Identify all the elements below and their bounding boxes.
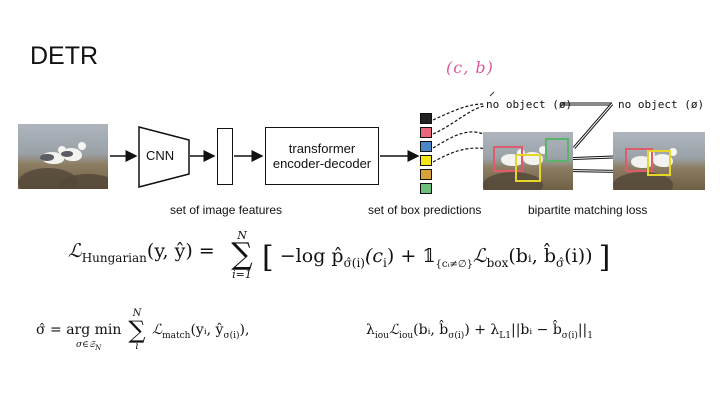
prediction-box-2 [420, 127, 432, 138]
caption-box-predictions: set of box predictions [368, 203, 482, 217]
argmin-under: σ∈𝔖N [76, 340, 102, 352]
prediction-box-3 [420, 141, 432, 152]
pen-mark [489, 91, 495, 97]
match-line-2b [573, 103, 613, 149]
box-loss-formula: λiouℒiou(bᵢ, b̂σ(i)) + λL1||bᵢ − b̂σ(i)|… [366, 322, 594, 341]
hungarian-loss-formula: ℒHungarian(y, ŷ) = [68, 240, 215, 265]
matching-formula: σ̂ = arg min [36, 322, 122, 338]
gt-box-red [625, 148, 653, 172]
input-image [18, 124, 108, 189]
transformer-block: transformer encoder-decoder [265, 127, 379, 185]
prediction-box-1 [420, 113, 432, 124]
caption-image-features: set of image features [170, 203, 283, 217]
dashed-connector-2 [432, 105, 485, 135]
hungarian-sum: N ∑ i=1 [231, 229, 253, 281]
dashed-connector-1 [432, 103, 485, 121]
image-features-block [217, 128, 233, 185]
pred-box-green [545, 138, 569, 162]
cnn-label: CNN [146, 148, 175, 163]
prediction-box-5 [420, 169, 432, 180]
gt-box-yellow [647, 150, 671, 176]
slide-title: DETR [30, 42, 99, 70]
transformer-label: transformer encoder-decoder [272, 141, 372, 171]
hungarian-body: [ −log p̂σ̂(i)(ci) + 𝟙{cᵢ≠∅}ℒbox(bᵢ, b̂σ… [262, 240, 611, 275]
caption-matching-loss: bipartite matching loss [528, 203, 648, 217]
pred-box-yellow [515, 154, 541, 182]
argmin-sum: N ∑ i [128, 308, 146, 352]
no-object-label-right: no object (ø) [618, 98, 705, 111]
prediction-box-6 [420, 183, 432, 194]
pred-box-red [493, 146, 523, 172]
dashed-connector-4 [432, 147, 496, 163]
no-object-label-left: no object (ø) [486, 98, 573, 111]
prediction-box-4 [420, 155, 432, 166]
prediction-image [483, 132, 573, 190]
ground-truth-image [613, 132, 705, 190]
match-cost: ℒmatch(yᵢ, ŷσ(i)), [152, 322, 250, 341]
handwritten-note: (c, b) [446, 58, 494, 77]
cnn-block-shape [138, 126, 190, 188]
